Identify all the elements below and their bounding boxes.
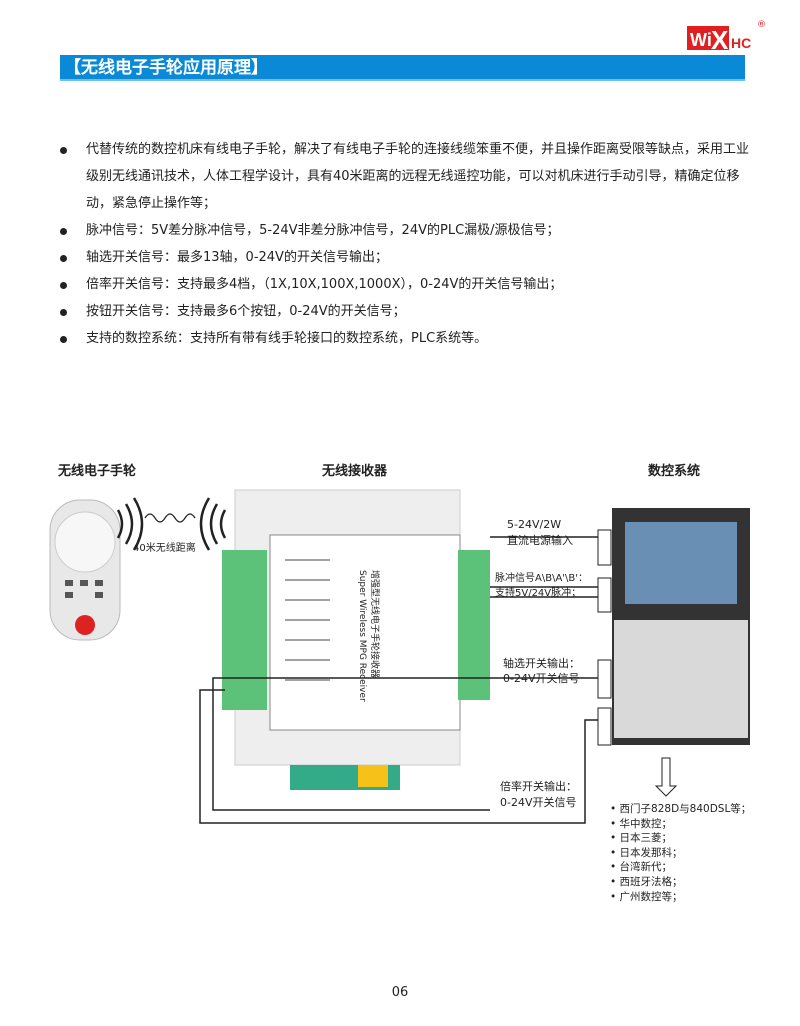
list-item: 西班牙法格；: [610, 875, 751, 890]
list-item: 按钮开关信号：支持最多6个按钮，0-24V的开关信号；: [58, 298, 758, 325]
list-item: 台湾新代；: [610, 860, 751, 875]
brand-logo: Wi X HC ®: [687, 20, 766, 54]
pulse-label-2: 支持5V/24V脉冲；: [495, 588, 582, 599]
power-label-2: 直流电源输入: [507, 534, 573, 547]
list-item: 代替传统的数控机床有线电子手轮，解决了有线电子手轮的连接线缆笨重不便，并且操作距…: [58, 136, 758, 217]
rate-label-2: 0-24V开关信号: [500, 796, 577, 809]
list-item: 华中数控；: [610, 817, 751, 832]
list-item: 支持的数控系统：支持所有带有线手轮接口的数控系统，PLC系统等。: [58, 325, 758, 352]
receiver-label: 无线接收器: [322, 464, 388, 479]
list-item: 日本三菱；: [610, 831, 751, 846]
pulse-label-1: 脉冲信号A\B\A'\B'：: [495, 573, 589, 584]
list-item: 广州数控等；: [610, 890, 751, 905]
feature-list: 代替传统的数控机床有线电子手轮，解决了有线电子手轮的连接线缆笨重不便，并且操作距…: [58, 136, 758, 352]
svg-text:®: ®: [757, 20, 766, 30]
cnc-panel-image: [597, 508, 750, 746]
svg-text:HC: HC: [731, 35, 751, 51]
receiver-name-en: Super Wireless MPG Receiver: [357, 570, 367, 702]
cnc-label: 数控系统: [648, 464, 701, 479]
list-item: 西门子828D与840DSL等；: [610, 802, 752, 817]
axis-label-2: 0-24V开关信号: [503, 672, 580, 685]
handwheel-image: [49, 499, 121, 641]
list-item: 倍率开关信号：支持最多4档，（1X,10X,100X,1000X），0-24V的…: [58, 271, 758, 298]
list-item: 日本发那科；: [610, 846, 751, 861]
svg-text:X: X: [711, 25, 729, 54]
wiring-diagram: 增强型无线电子手轮接收器 Super Wireless MPG Receiver: [49, 489, 750, 824]
page-number: 06: [391, 985, 409, 1000]
list-item: 轴选开关信号：最多13轴，0-24V的开关信号输出；: [58, 244, 758, 271]
axis-label-1: 轴选开关输出：: [503, 657, 580, 670]
receiver-image: 增强型无线电子手轮接收器 Super Wireless MPG Receiver: [222, 489, 490, 790]
power-label-1: 5-24V/2W: [507, 518, 562, 531]
wireless-signal-icon: [116, 497, 227, 551]
svg-text:Wi: Wi: [690, 30, 712, 50]
list-item: 脉冲信号：5V差分脉冲信号，5-24V非差分脉冲信号，24V的PLC漏极/源极信…: [58, 217, 758, 244]
rate-label-1: 倍率开关输出：: [500, 780, 577, 793]
receiver-name-cn: 增强型无线电子手轮接收器: [369, 570, 381, 678]
section-title: 【无线电子手轮应用原理】: [60, 55, 745, 81]
distance-label: 40米无线距离: [133, 543, 196, 554]
supported-systems-list: 西门子828D与840DSL等； 华中数控； 日本三菱； 日本发那科； 台湾新代…: [610, 802, 752, 905]
handwheel-label: 无线电子手轮: [58, 464, 137, 479]
